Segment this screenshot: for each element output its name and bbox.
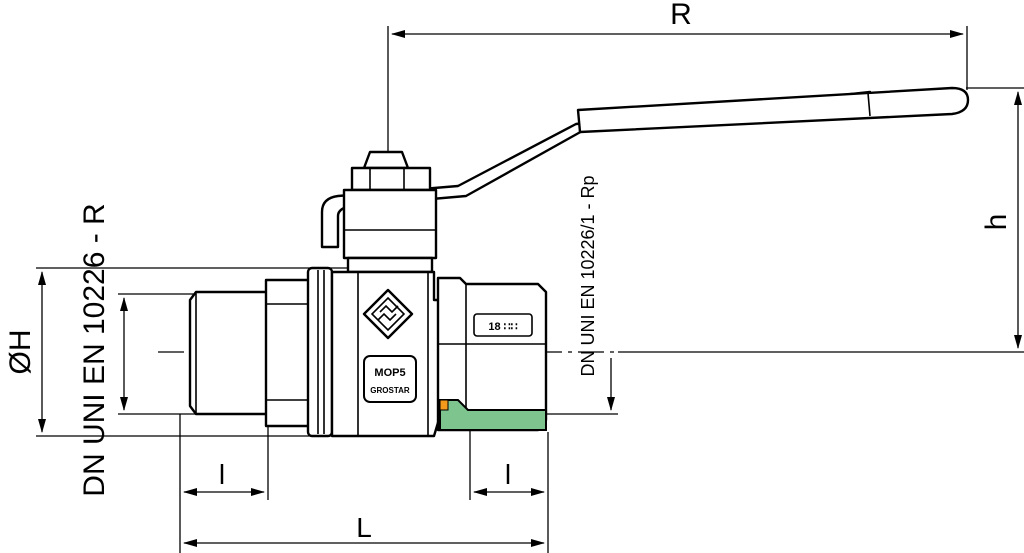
handle-grip	[576, 86, 970, 134]
logo-mark	[377, 304, 399, 322]
l-left-label: l	[219, 459, 225, 490]
body-marking-line1: MOP5	[374, 367, 405, 379]
h-label: h	[980, 214, 1013, 231]
diameter-h-label: ØH	[4, 330, 37, 375]
stem-block	[342, 188, 438, 260]
r-label: R	[670, 0, 692, 31]
l-total-label: L	[356, 512, 372, 543]
nut-marking: 18 ∷∷	[488, 321, 517, 333]
brand-logo	[362, 288, 414, 340]
orange-seal	[439, 399, 449, 411]
female-thread-standard-label: DN UNI EN 10226/1 - Rp	[578, 175, 598, 376]
logo-diamond-inner	[370, 296, 406, 332]
male-thread-standard-label: DN UNI EN 10226 - R	[78, 203, 111, 496]
green-seal	[439, 399, 547, 431]
logo-diamond-outer	[362, 288, 414, 340]
valve-body: MOP5 GROSTAR 18 ∷∷	[188, 86, 970, 438]
left-collar	[306, 266, 334, 438]
left-hex-nut	[264, 278, 312, 428]
body-neck	[346, 256, 434, 274]
stem-nut	[350, 166, 432, 192]
l-right-label: l	[505, 459, 511, 490]
body-marking-plate	[363, 355, 417, 403]
male-threaded-end	[188, 290, 270, 416]
handle-grip-ring	[867, 92, 871, 117]
stem-nut-top	[362, 150, 410, 170]
nut-marking-plate	[473, 313, 533, 337]
body-marking-line2: GROSTAR	[370, 386, 410, 395]
